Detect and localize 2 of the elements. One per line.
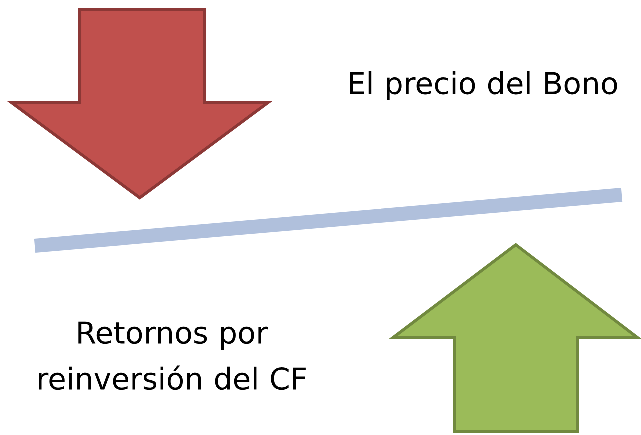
label-text: El precio del Bono xyxy=(350,71,618,100)
label-text: Retornos por reinversión del CF xyxy=(39,322,306,390)
